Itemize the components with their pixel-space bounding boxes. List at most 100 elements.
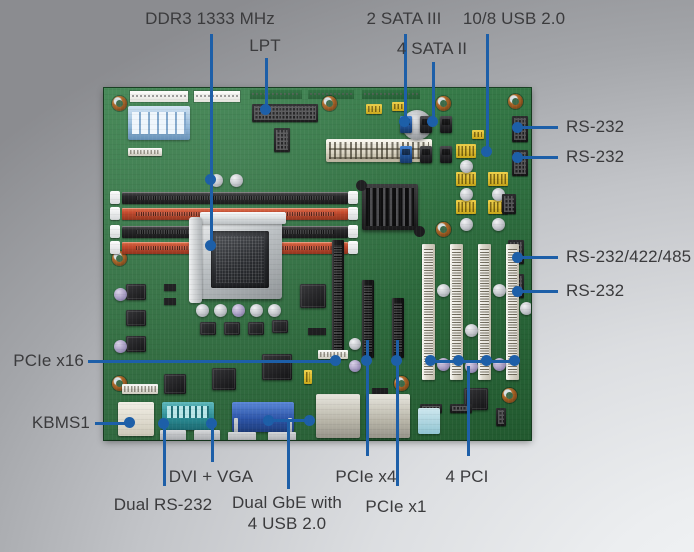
pci-slot <box>478 244 491 380</box>
dimm-latch <box>348 191 358 204</box>
callout-label-rs232-1: RS-232 <box>566 117 625 136</box>
callout-label-ddr3: DDR3 1333 MHz <box>145 9 275 28</box>
leader-dot-dual-gbe-a <box>263 415 274 426</box>
atx-power-connector <box>326 139 432 162</box>
leader-dot-rs232-3 <box>512 286 523 297</box>
leader-line-pcie-x1 <box>396 340 399 486</box>
smd-component <box>164 298 176 305</box>
leader-dot-ddr3 <box>205 174 216 185</box>
sata2-port <box>440 146 452 163</box>
leader-dot-pci-4 <box>509 355 520 366</box>
leader-line-rs232-1 <box>516 126 558 129</box>
mosfet <box>224 322 240 335</box>
ps2-kbms-port <box>118 402 154 436</box>
leader-dot-rs232-422-485 <box>512 252 523 263</box>
gbe-usb-stack <box>316 394 360 438</box>
capacitor <box>230 174 243 187</box>
capacitor <box>232 304 245 317</box>
port-screw-post <box>234 418 238 440</box>
leader-dot-rs232-1 <box>512 122 523 133</box>
capacitor <box>268 304 281 317</box>
leader-line-lpt <box>265 58 268 110</box>
dimm-latch <box>348 207 358 220</box>
leader-line-rs232-3 <box>516 290 558 293</box>
callout-label-rs232-3: RS-232 <box>566 281 625 300</box>
callout-label-lpt: LPT <box>249 36 281 55</box>
leader-dot-sata2 <box>427 116 438 127</box>
leader-dot-pcie-x4 <box>361 355 372 366</box>
pin-header <box>366 104 382 114</box>
sata3-port <box>400 146 412 163</box>
callout-label-pcie-x1: PCIe x1 <box>365 497 427 516</box>
port-shield <box>160 430 186 440</box>
capacitor <box>214 304 227 317</box>
leader-dot-kbms1 <box>124 417 135 428</box>
leader-dot-dvi-vga <box>206 418 217 429</box>
board-silkscreen <box>308 90 354 99</box>
capacitor <box>460 218 473 231</box>
callout-label-usb20: 10/8 USB 2.0 <box>462 9 566 28</box>
board-sticker <box>194 91 240 102</box>
mosfet <box>200 322 216 335</box>
usb-header <box>456 144 476 158</box>
usb-header <box>456 172 476 186</box>
leader-line-pcie-x16 <box>88 360 340 363</box>
controller-chip <box>212 368 236 390</box>
capacitor <box>349 338 361 350</box>
io-connector-pins <box>132 112 186 134</box>
board-silkscreen <box>250 90 302 99</box>
mounting-hole <box>112 96 127 111</box>
controller-chip <box>300 284 326 308</box>
callout-label-kbms1: KBMS1 <box>31 413 90 432</box>
callout-label-dual-gbe: Dual GbE with 4 USB 2.0 <box>232 493 342 533</box>
board-silkscreen <box>362 90 420 99</box>
leader-dot-pci-1 <box>425 355 436 366</box>
pci-slot <box>506 244 519 380</box>
usb-header <box>472 130 484 139</box>
dimm-latch <box>110 225 120 238</box>
usb-header <box>456 200 476 214</box>
leader-line-dual-gbe-bridge <box>268 419 310 422</box>
capacitor <box>465 324 478 337</box>
controller-chip <box>164 374 186 394</box>
dimm-latch <box>110 191 120 204</box>
pin-header <box>392 102 406 111</box>
leader-line-sata3 <box>404 34 407 122</box>
capacitor <box>460 188 473 201</box>
pcie-x16-slot <box>332 240 344 358</box>
io-connector <box>418 408 440 434</box>
mounting-hole <box>508 94 523 109</box>
capacitor <box>114 340 127 353</box>
leader-line-rs232-2 <box>516 156 558 159</box>
leader-dot-dual-rs232 <box>158 418 169 429</box>
callout-label-pcie-x16: PCIe x16 <box>13 351 84 370</box>
smd-component <box>308 328 326 335</box>
usb-header <box>488 172 508 186</box>
leader-dot-sata3 <box>399 116 410 127</box>
leader-dot-lpt <box>260 104 271 115</box>
heatsink-pin <box>414 226 425 237</box>
mosfet <box>126 336 146 352</box>
mounting-hole <box>436 222 451 237</box>
leader-line-pci-bridge <box>430 360 518 363</box>
board-sticker <box>130 91 188 102</box>
leader-dot-rs232-2 <box>512 152 523 163</box>
sata2-port <box>420 146 432 163</box>
pci-slot <box>450 244 463 380</box>
pin-header <box>274 128 290 152</box>
leader-line-kbms1 <box>95 422 131 425</box>
capacitor <box>493 284 506 297</box>
leader-line-usb <box>486 34 489 152</box>
cpu-socket <box>189 212 286 303</box>
dimm-latch <box>348 225 358 238</box>
dimm-slot <box>122 192 348 204</box>
callout-label-sata2: 4 SATA II <box>396 39 468 58</box>
callout-label-dvi-vga: DVI + VGA <box>168 467 254 486</box>
pcie-x1-slot <box>392 298 404 358</box>
leader-line-dual-gbe <box>287 421 290 489</box>
front-panel-header <box>450 404 472 413</box>
leader-line-dvi-vga <box>211 424 214 462</box>
mounting-hole <box>112 251 127 266</box>
capacitor <box>460 160 473 173</box>
sata2-port <box>440 116 452 133</box>
